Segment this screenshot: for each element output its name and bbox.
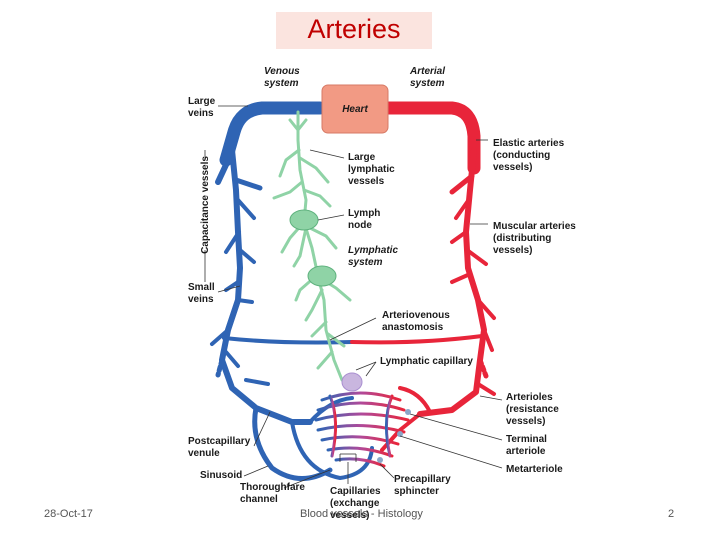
page-number: 2 bbox=[668, 508, 675, 520]
capillaries-label: Capillaries (exchange vessels) bbox=[330, 486, 383, 521]
lymphatic-branch bbox=[304, 224, 338, 250]
lymph-node-label: Lymph node bbox=[348, 208, 383, 231]
anastomosis-arterial-half bbox=[350, 334, 484, 345]
vein-branch bbox=[244, 378, 270, 386]
slide-title: Arteries bbox=[307, 14, 401, 44]
large-vein bbox=[219, 101, 327, 167]
vein-branch bbox=[233, 177, 263, 191]
lymphatic-branch bbox=[326, 332, 346, 348]
small-veins-label: Small veins bbox=[188, 282, 217, 305]
capillary bbox=[316, 424, 406, 434]
artery-dashed bbox=[477, 357, 489, 379]
artery-branch bbox=[449, 173, 475, 195]
capillary-bed bbox=[314, 391, 410, 468]
precapillary-sphincter bbox=[377, 457, 383, 463]
arterioles-label: Arterioles (resistance vessels) bbox=[506, 392, 562, 427]
anastomosis-venous-half bbox=[222, 336, 354, 345]
lymphatic-branch bbox=[292, 226, 308, 268]
artery-branch bbox=[450, 272, 472, 284]
capillary bbox=[328, 394, 337, 458]
lymphatic-system-label: Lymphatic system bbox=[348, 245, 401, 268]
large-lymphatic-vessels-label: Large lymphatic vessels bbox=[348, 152, 397, 187]
artery-branch bbox=[476, 382, 496, 396]
lymphatic-branch bbox=[302, 188, 332, 208]
lymphatic-branch bbox=[278, 148, 301, 178]
large-veins-label: Large veins bbox=[188, 96, 218, 119]
lymphatic-branch bbox=[310, 320, 328, 338]
vein-branch bbox=[238, 248, 256, 264]
capillary bbox=[314, 412, 410, 422]
capillary bbox=[320, 391, 402, 402]
arterial-vessels bbox=[350, 101, 496, 452]
leader-lines bbox=[204, 105, 503, 489]
elastic-artery bbox=[381, 101, 481, 175]
lymphatic-vessels bbox=[272, 110, 352, 382]
lymphatic-branch bbox=[296, 118, 308, 132]
capillary bbox=[385, 394, 394, 458]
artery-branch bbox=[450, 230, 468, 244]
elastic-arteries-label: Elastic arteries (conducting vessels) bbox=[493, 138, 567, 173]
vein-branch bbox=[210, 328, 230, 346]
thoroughfare-loop bbox=[290, 420, 374, 480]
artery-branch bbox=[482, 328, 494, 352]
arteriovenous-anastomosis-label: Arteriovenous anastomosis bbox=[382, 310, 453, 333]
lymph-node bbox=[289, 209, 319, 231]
capacitance-vessels-label: Capacitance vessels bbox=[200, 156, 211, 254]
muscular-arteries-label: Muscular arteries (distributing vessels) bbox=[493, 221, 579, 256]
heart-label: Heart bbox=[342, 104, 368, 115]
metarteriole-label: Metarteriole bbox=[506, 464, 563, 475]
lymphatic-branch bbox=[304, 288, 324, 322]
precapillary-sphincter-label: Precapillary sphincter bbox=[394, 474, 454, 497]
vein-branch bbox=[215, 149, 235, 185]
arterial-system-label: Arterial system bbox=[409, 66, 448, 89]
artery-branch bbox=[465, 248, 488, 266]
heart-box bbox=[321, 84, 389, 134]
arteriole-loop bbox=[398, 386, 432, 414]
vein-branch bbox=[224, 230, 241, 254]
vein-branch bbox=[224, 350, 240, 368]
lymphatic-capillary-label: Lymphatic capillary bbox=[380, 356, 473, 367]
venous-system-label: Venous system bbox=[264, 66, 303, 89]
capillary bbox=[316, 401, 406, 412]
thoroughfare-channel-label: Thoroughfare channel bbox=[240, 482, 308, 505]
slide-date: 28-Oct-17 bbox=[44, 508, 93, 520]
slide-footer: Blood vessels - Histology bbox=[300, 508, 423, 520]
vein-dashed bbox=[215, 357, 225, 378]
vein-branch bbox=[236, 298, 254, 304]
capillary bbox=[320, 435, 400, 446]
vein-branch bbox=[224, 280, 240, 292]
lymphatic-branch bbox=[298, 156, 330, 184]
lymphatic-branch bbox=[316, 350, 334, 370]
precapillary-sphincter bbox=[397, 431, 403, 437]
lymphatic-capillary-bulb bbox=[341, 372, 363, 392]
venous-vessels bbox=[210, 101, 374, 481]
sinusoid-label: Sinusoid bbox=[200, 470, 242, 481]
precapillary-sphincter bbox=[405, 409, 411, 415]
artery-branch bbox=[454, 196, 472, 220]
artery-trunk bbox=[417, 147, 487, 417]
lymphatic-branch bbox=[288, 118, 300, 132]
postcapillary-venule-label: Postcapillary venule bbox=[188, 436, 253, 459]
artery-branch bbox=[476, 298, 496, 320]
lymph-node bbox=[307, 265, 337, 287]
lymphatic-branch bbox=[272, 180, 304, 200]
terminal-arteriole-label: Terminal arteriole bbox=[506, 434, 550, 457]
title-background bbox=[276, 12, 432, 49]
lymphatic-trunk bbox=[296, 110, 344, 382]
capillary bbox=[334, 457, 386, 468]
vein-branch bbox=[236, 198, 256, 220]
